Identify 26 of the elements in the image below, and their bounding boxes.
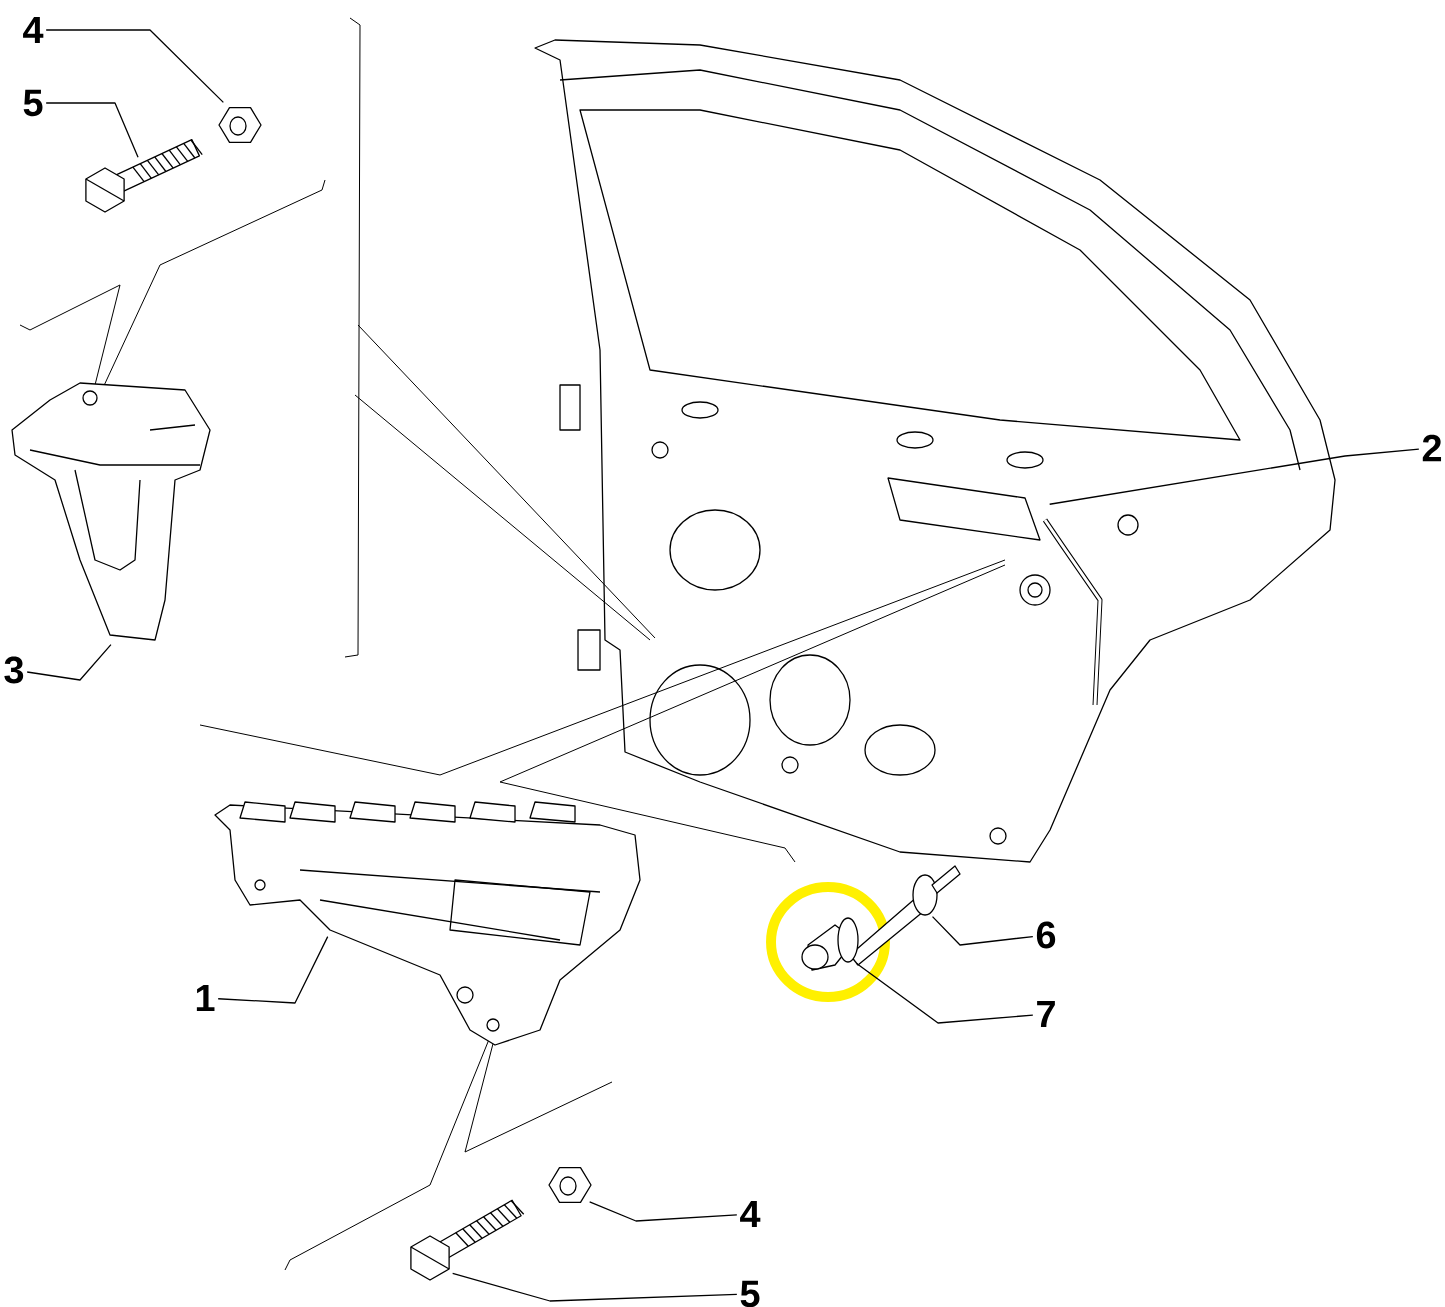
leader-line [589, 1201, 738, 1222]
callout-number: 5 [740, 1280, 760, 1307]
nut-drawing [218, 107, 262, 143]
door-handle-drawing [887, 477, 1103, 706]
leader-line [45, 102, 139, 158]
leader-line [217, 936, 329, 1004]
nut-drawing [548, 1167, 592, 1203]
callout-number: 7 [1037, 1001, 1055, 1027]
leader-line [45, 29, 224, 104]
bolt-drawing [410, 1199, 525, 1281]
leader-line [452, 1272, 738, 1302]
leader-line [856, 962, 1034, 1024]
callout-number: 1 [196, 985, 215, 1011]
leader-line [931, 916, 1034, 946]
bushing-drawing [801, 917, 859, 971]
callout-number: 5 [23, 89, 43, 117]
leader-line [1049, 448, 1420, 505]
callout-number: 4 [740, 1201, 761, 1227]
callout-number: 2 [1422, 434, 1442, 462]
bolt-drawing [85, 138, 203, 213]
callout-number: 4 [23, 16, 44, 43]
bracket-drawing [214, 801, 641, 1046]
bracket-drawing [11, 382, 211, 641]
callout-number: 3 [4, 656, 24, 684]
leader-line [26, 644, 112, 681]
callout-number: 6 [1036, 921, 1056, 949]
